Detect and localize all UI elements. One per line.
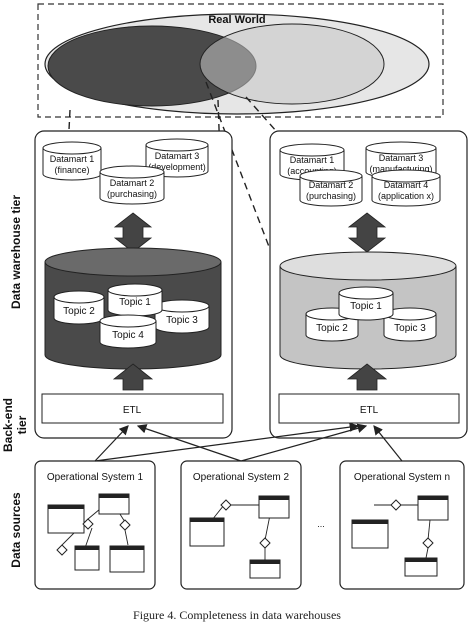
right-datamart-3-name: Datamart 3 (379, 153, 424, 163)
right-datamart-2: Datamart 2 (purchasing) (299, 169, 363, 207)
right-datamart-4-name: Datamart 4 (384, 180, 429, 190)
left-datamart-1-name: Datamart 1 (50, 154, 95, 164)
tier-label-backend-line2: tier (15, 415, 29, 434)
right-datamart-2-desc: (purchasing) (306, 191, 356, 201)
left-datamart-2-desc: (purchasing) (107, 189, 157, 199)
source-system-1: Operational System 1 (34, 460, 156, 590)
left-topic-1-label: Topic 1 (119, 297, 151, 308)
left-topic-2: Topic 2 (53, 290, 105, 325)
right-topic-2: Topic 2 (305, 307, 359, 342)
right-datamart-4: Datamart 4 (application x) (371, 169, 441, 207)
right-topic-3: Topic 3 (383, 307, 437, 342)
left-etl-label: ETL (123, 405, 142, 416)
right-topic-1-label: Topic 1 (350, 301, 382, 312)
figure-caption: Figure 4. Completeness in data warehouse… (133, 608, 341, 622)
right-etl-label: ETL (360, 405, 379, 416)
left-datamart-1: Datamart 1 (finance) (42, 141, 102, 181)
source-system-n-label: Operational System n (354, 472, 450, 483)
source-system-2: Operational System 2 (180, 460, 302, 590)
source-to-etl-arrows (94, 422, 403, 462)
left-topic-3-label: Topic 3 (166, 315, 198, 326)
left-topic-2-label: Topic 2 (63, 306, 95, 317)
source-system-n: Operational System n (339, 460, 465, 590)
sources-ellipsis: ... (317, 519, 325, 529)
source-system-1-label: Operational System 1 (47, 472, 144, 483)
left-up-arrow (112, 363, 154, 391)
left-etl-box (41, 393, 224, 424)
tier-label-sources: Data sources (9, 492, 23, 568)
right-coverage-ellipse (199, 23, 385, 105)
left-datamart-3-name: Datamart 3 (155, 151, 200, 161)
right-topic-3-label: Topic 3 (394, 323, 426, 334)
real-world-frame (37, 3, 444, 118)
left-topic-4-label: Topic 4 (112, 330, 144, 341)
right-topic-2-label: Topic 2 (316, 323, 348, 334)
source-system-2-label: Operational System 2 (193, 472, 290, 483)
tier-label-backend-line1: Back-end (1, 398, 15, 452)
right-up-arrow (346, 363, 388, 391)
right-datamart-3-desc: (manufacturing) (369, 164, 432, 174)
left-datamart-3-desc: (development) (148, 162, 206, 172)
real-world-label: Real World (208, 14, 265, 26)
tier-label-warehouse: Data warehouse tier (9, 195, 23, 309)
left-datamart-2-name: Datamart 2 (110, 178, 155, 188)
left-datamart-1-desc: (finance) (54, 165, 89, 175)
left-topic-1: Topic 1 (107, 283, 163, 317)
left-topic-4: Topic 4 (99, 314, 157, 349)
right-datamart-2-name: Datamart 2 (309, 180, 354, 190)
right-datamart-1-name: Datamart 1 (290, 155, 335, 165)
left-datamart-2: Datamart 2 (purchasing) (99, 165, 165, 205)
right-datamart-4-desc: (application x) (378, 191, 434, 201)
left-topic-3: Topic 3 (154, 299, 210, 334)
right-topic-1: Topic 1 (338, 286, 394, 321)
right-etl-box (278, 393, 460, 424)
